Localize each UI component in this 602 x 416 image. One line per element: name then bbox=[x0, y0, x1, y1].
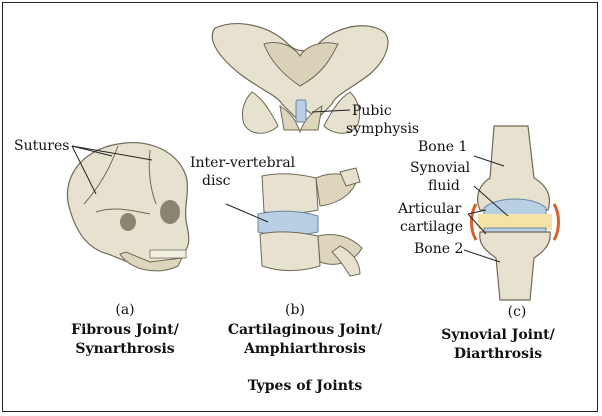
synovial-fluid-label-line2: fluid bbox=[428, 178, 460, 194]
pelvis-illustration bbox=[211, 23, 389, 134]
pubic-symphysis-label-line2: symphysis bbox=[346, 121, 420, 137]
articular-cartilage-label-line1: Articular bbox=[398, 201, 462, 217]
intervertebral-label-line2: disc bbox=[202, 173, 231, 189]
intervertebral-label-line1: Inter-vertebral bbox=[190, 155, 296, 171]
bone2-label: Bone 2 bbox=[414, 241, 464, 257]
panel-b-title-line1: Cartilaginous Joint/ bbox=[227, 322, 383, 338]
skull-illustration bbox=[66, 142, 190, 272]
panel-b-letter: (b) bbox=[285, 302, 305, 318]
panel-a-title-line2: Synarthrosis bbox=[75, 341, 175, 357]
figure-title: Types of Joints bbox=[247, 378, 363, 394]
bone1-label: Bone 1 bbox=[418, 139, 468, 155]
panel-a-letter: (a) bbox=[115, 302, 135, 318]
pubic-symphysis-label-line1: Pubic bbox=[352, 103, 392, 119]
articular-cartilage-label-line2: cartilage bbox=[400, 219, 464, 235]
knee-illustration bbox=[463, 125, 560, 301]
panel-c-title-line2: Diarthrosis bbox=[453, 346, 543, 362]
panel-c-title-line1: Synovial Joint/ bbox=[441, 327, 555, 343]
panel-c-letter: (c) bbox=[507, 304, 527, 320]
panel-a-title-line1: Fibrous Joint/ bbox=[71, 322, 179, 338]
panel-b-title-line2: Amphiarthrosis bbox=[244, 341, 366, 357]
sutures-label: Sutures bbox=[14, 138, 70, 154]
vertebrae-illustration bbox=[225, 167, 363, 277]
synovial-fluid-label-line1: Synovial bbox=[410, 160, 471, 176]
